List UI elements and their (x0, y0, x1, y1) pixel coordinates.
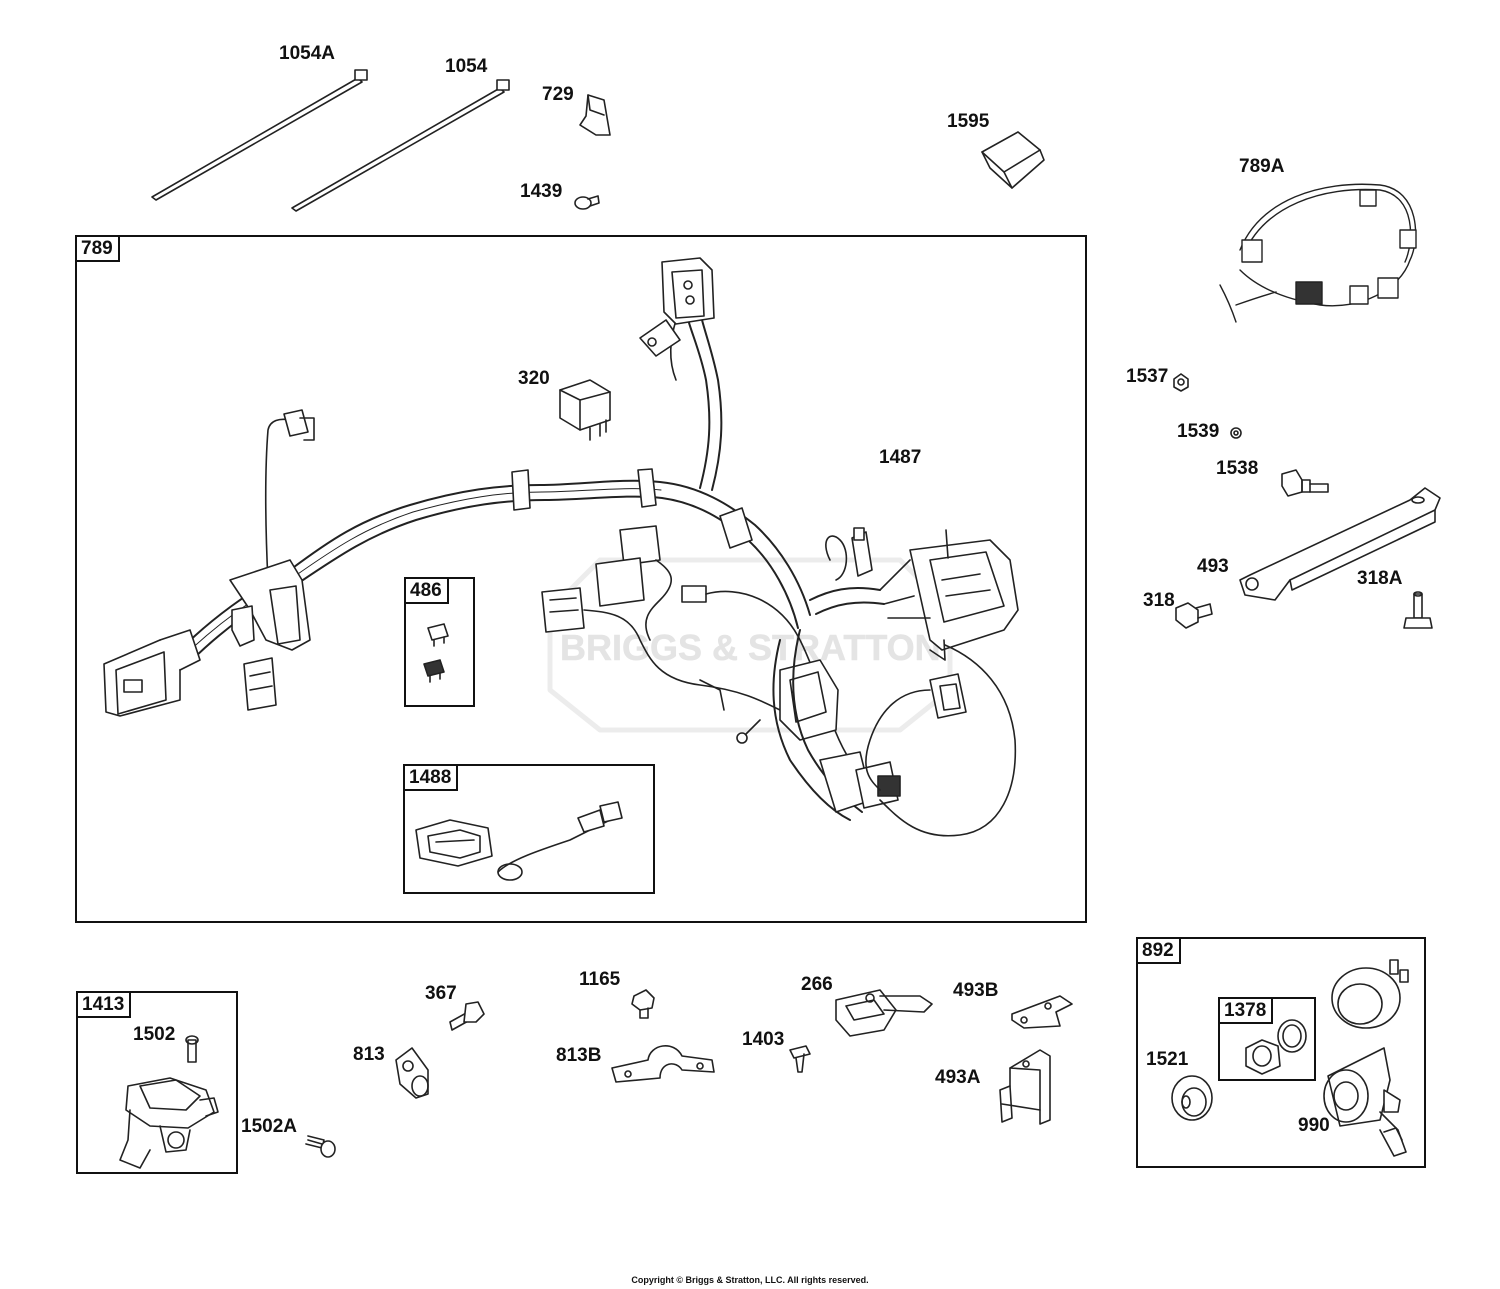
callout-318: 318 (1143, 590, 1175, 611)
switch-266-drawing (835, 989, 933, 1037)
callout-1595: 1595 (947, 111, 990, 132)
callout-729: 729 (542, 84, 574, 105)
callout-1054A: 1054A (279, 43, 335, 64)
washer-1539-drawing (1230, 427, 1242, 439)
callout-1502: 1502 (133, 1024, 176, 1045)
callout-789A: 789A (1239, 156, 1285, 177)
nut-1537-drawing (1173, 373, 1189, 392)
stud-1538-drawing (1281, 469, 1329, 497)
relay-320-drawing (559, 379, 611, 441)
clip-813-drawing (395, 1047, 429, 1099)
bolt-318-drawing (1175, 602, 1213, 629)
clamp-813B-drawing (611, 1045, 715, 1083)
fuses-486-drawing (423, 623, 449, 683)
callout-1403: 1403 (742, 1029, 785, 1050)
callout-813B: 813B (556, 1045, 602, 1066)
group-box-1413: 1413 (76, 991, 238, 1174)
bolt-318A-drawing (1403, 591, 1433, 629)
callout-1537: 1537 (1126, 366, 1169, 387)
callout-1521: 1521 (1146, 1049, 1189, 1070)
group-box-1378: 1378 (1218, 997, 1316, 1081)
cable-tie-1054A-drawing (151, 69, 368, 201)
callout-1439: 1439 (520, 181, 563, 202)
bracket-493-drawing (1239, 487, 1441, 601)
callout-493: 493 (1197, 556, 1229, 577)
harness-789-drawing (103, 257, 1019, 837)
cable-tie-1054-drawing (291, 79, 510, 212)
group-box-1488: 1488 (403, 764, 655, 894)
sensor-1413-drawing (119, 1035, 219, 1169)
bolt-1502A-drawing (305, 1135, 336, 1158)
group-tag-1378: 1378 (1218, 997, 1274, 1024)
connector-1595-drawing (981, 131, 1045, 189)
harness-789A-drawing (1219, 183, 1417, 323)
callout-367: 367 (425, 983, 457, 1004)
callout-1539: 1539 (1177, 421, 1220, 442)
callout-1538: 1538 (1216, 458, 1259, 479)
callout-1502A: 1502A (241, 1116, 297, 1137)
group-tag-1413: 1413 (76, 991, 132, 1018)
callout-493B: 493B (953, 980, 999, 1001)
callout-1165: 1165 (579, 969, 621, 990)
bolt-1165-drawing (631, 989, 655, 1019)
watermark-text: BRIGGS & STRATTON (560, 627, 941, 668)
kit-1488-drawing (415, 801, 623, 881)
callout-1054: 1054 (445, 56, 488, 77)
callout-1487: 1487 (879, 447, 922, 468)
group-tag-892: 892 (1136, 937, 1181, 964)
screw-367-drawing (449, 1001, 485, 1031)
bracket-493B-drawing (1011, 995, 1073, 1029)
group-tag-1488: 1488 (403, 764, 459, 791)
bracket-493A-drawing (999, 1049, 1051, 1125)
callout-990: 990 (1298, 1115, 1330, 1136)
callout-266: 266 (801, 974, 833, 995)
callout-320: 320 (518, 368, 550, 389)
group-box-892: 892 (1136, 937, 1426, 1168)
group-tag-486: 486 (404, 577, 449, 604)
group-box-789: 789 (75, 235, 1087, 923)
group-tag-789: 789 (75, 235, 120, 262)
screw-1439-drawing (574, 195, 600, 210)
callout-813: 813 (353, 1044, 385, 1065)
copyright-notice: Copyright © Briggs & Stratton, LLC. All … (631, 1275, 869, 1285)
callout-493A: 493A (935, 1067, 981, 1088)
callout-318A: 318A (1357, 568, 1403, 589)
kit-892-drawing (1171, 959, 1409, 1157)
screw-1403-drawing (789, 1045, 811, 1073)
group-box-486: 486 (404, 577, 475, 707)
clip-729-drawing (579, 94, 611, 136)
